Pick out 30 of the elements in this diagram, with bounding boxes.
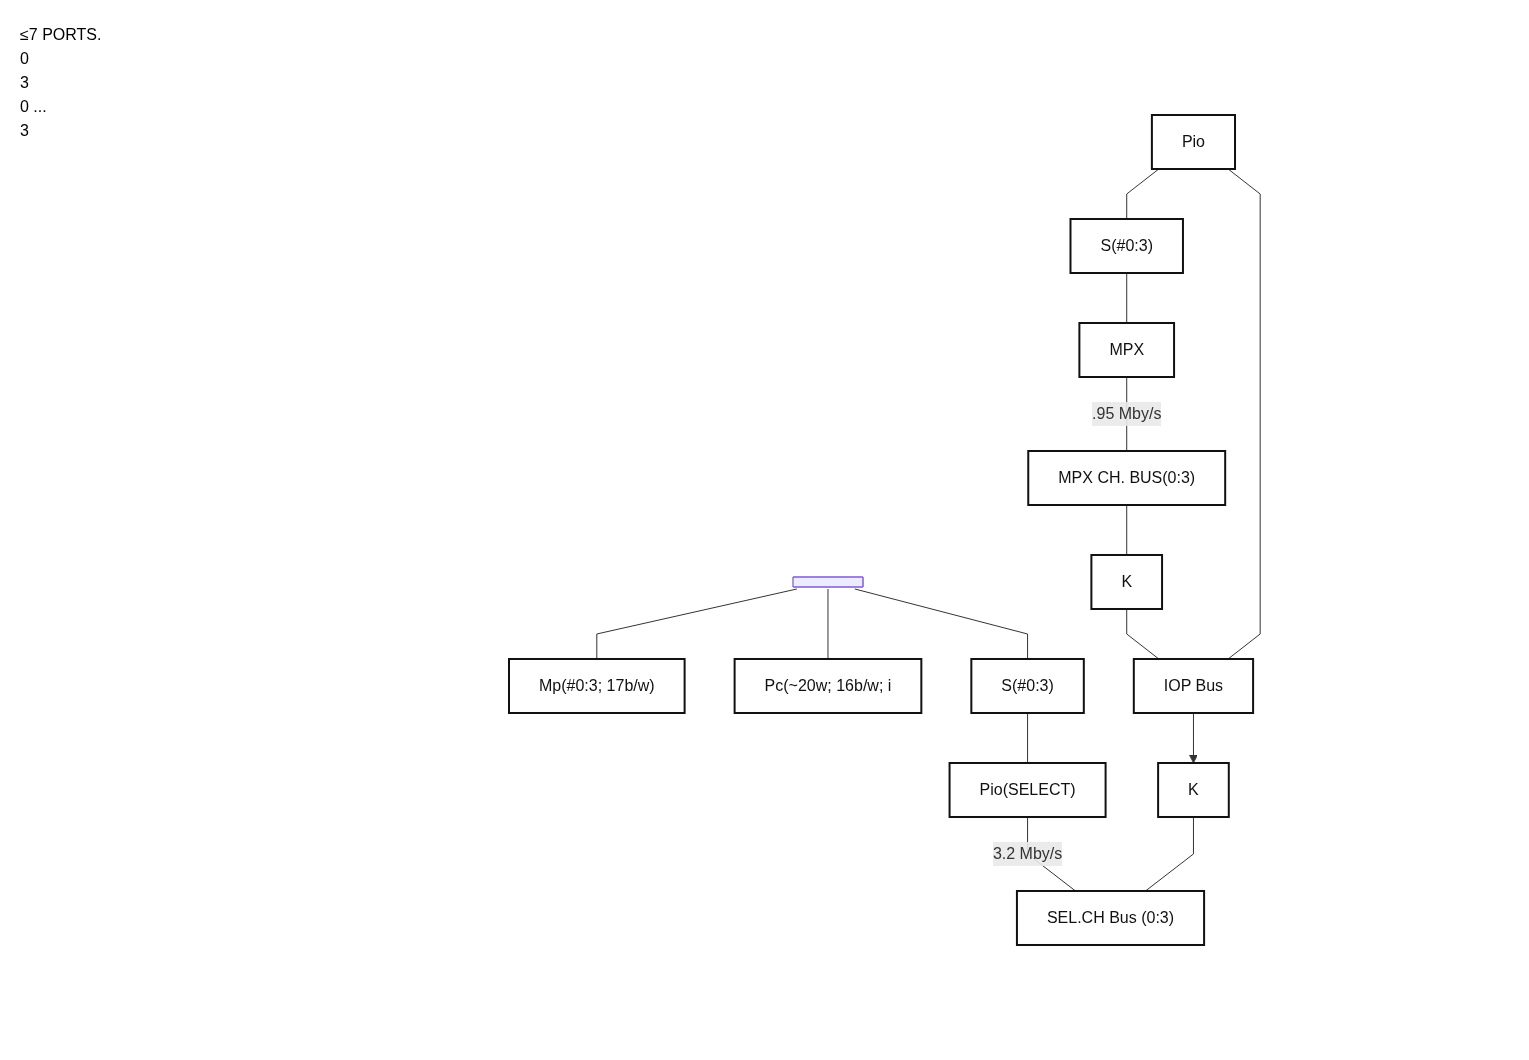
node-box: Pio <box>1150 114 1236 170</box>
port-number: 0 <box>20 50 30 68</box>
port-number: 3 <box>20 122 30 140</box>
port-number: 3 <box>20 74 30 92</box>
node-box: MPX <box>1078 322 1175 378</box>
edge-label: .95 Mby/s <box>1091 404 1162 422</box>
node-box: Pio(SELECT) <box>948 762 1107 818</box>
node-box: K <box>1157 762 1230 818</box>
arrow <box>1188 712 1198 764</box>
connector <box>1144 816 1194 892</box>
node-box: S(#0:3) <box>970 658 1085 714</box>
node-box: Pc(~20w; 16b/w; i <box>733 658 923 714</box>
connector <box>1126 608 1160 660</box>
node-box: K <box>1090 554 1163 610</box>
connector <box>854 588 1028 660</box>
node-box: IOP Bus <box>1132 658 1254 714</box>
connector <box>1126 272 1128 324</box>
port-number: ≤7 PORTS. <box>20 26 103 44</box>
edge-label: 3.2 Mby/s <box>992 844 1063 862</box>
port-number: 0 ... <box>20 98 48 116</box>
connector <box>1126 168 1160 220</box>
node-box: MPX CH. BUS(0:3) <box>1027 450 1227 506</box>
connector <box>596 588 798 660</box>
connector <box>827 588 829 660</box>
connector <box>1227 168 1261 660</box>
connector <box>1027 712 1028 764</box>
node-box: Mp(#0:3; 17b/w) <box>507 658 686 714</box>
node-box: SEL.CH Bus (0:3) <box>1015 890 1205 946</box>
connector <box>1126 504 1128 556</box>
node-box: S(#0:3) <box>1069 218 1184 274</box>
